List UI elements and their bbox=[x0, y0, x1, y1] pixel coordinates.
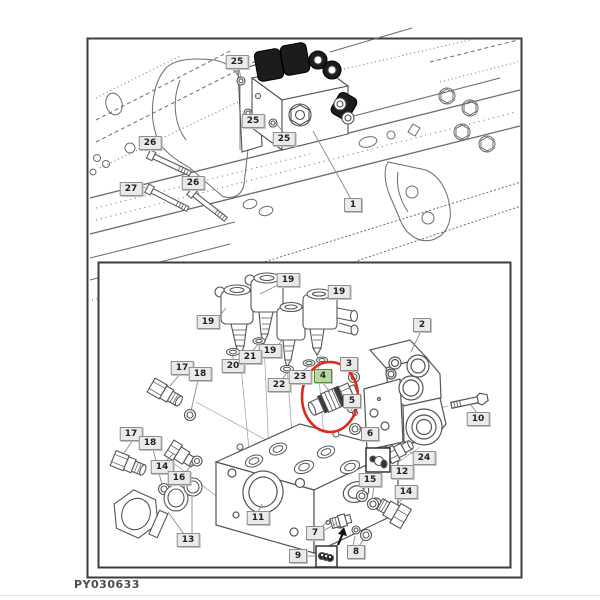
mounting-bolts-art bbox=[144, 149, 229, 223]
callout-16[interactable]: 16 bbox=[167, 471, 191, 485]
callout-24[interactable]: 24 bbox=[412, 451, 436, 465]
callout-25[interactable]: 25 bbox=[241, 114, 265, 128]
callout-26[interactable]: 26 bbox=[181, 176, 205, 190]
callout-5[interactable]: 5 bbox=[343, 394, 361, 408]
callout-27[interactable]: 27 bbox=[119, 182, 143, 196]
callout-15[interactable]: 15 bbox=[358, 473, 382, 487]
callout-21[interactable]: 21 bbox=[238, 350, 262, 364]
callout-6[interactable]: 6 bbox=[361, 427, 379, 441]
solenoid-valves-art bbox=[214, 272, 359, 369]
callout-25[interactable]: 25 bbox=[272, 132, 296, 146]
callout-19[interactable]: 19 bbox=[258, 344, 282, 358]
bolt-10-art bbox=[450, 392, 489, 409]
valve-body-art bbox=[363, 339, 489, 451]
callout-18[interactable]: 18 bbox=[138, 436, 162, 450]
callout-25[interactable]: 25 bbox=[225, 55, 249, 69]
frame-bracket-art bbox=[384, 161, 451, 242]
callout-14[interactable]: 14 bbox=[150, 460, 174, 474]
callout-9[interactable]: 9 bbox=[289, 549, 307, 563]
leader-lines bbox=[123, 67, 478, 557]
callout-19[interactable]: 19 bbox=[327, 285, 351, 299]
callout-26[interactable]: 26 bbox=[138, 136, 162, 150]
callout-12[interactable]: 12 bbox=[390, 465, 414, 479]
callout-3[interactable]: 3 bbox=[340, 357, 358, 371]
pointer-arrow-icon bbox=[336, 527, 347, 546]
bottom-fittings-art bbox=[315, 440, 414, 568]
callout-10[interactable]: 10 bbox=[466, 412, 490, 426]
callout-11[interactable]: 11 bbox=[246, 511, 270, 525]
callout-18[interactable]: 18 bbox=[188, 367, 212, 381]
callout-23[interactable]: 23 bbox=[288, 370, 312, 384]
callout-19[interactable]: 19 bbox=[196, 315, 220, 329]
callout-4-selected[interactable]: 4 bbox=[314, 369, 332, 383]
callout-1[interactable]: 1 bbox=[344, 198, 362, 212]
figure-code: PY030633 bbox=[74, 578, 140, 591]
callout-13[interactable]: 13 bbox=[176, 533, 200, 547]
callout-14[interactable]: 14 bbox=[394, 485, 418, 499]
callout-19[interactable]: 19 bbox=[276, 273, 300, 287]
callout-2[interactable]: 2 bbox=[413, 318, 431, 332]
callout-17[interactable]: 17 bbox=[119, 427, 143, 441]
page-bottom-line bbox=[0, 595, 600, 596]
left-fittings-art bbox=[109, 377, 203, 539]
orings-art bbox=[226, 337, 328, 373]
callout-20[interactable]: 20 bbox=[221, 359, 245, 373]
callout-8[interactable]: 8 bbox=[347, 545, 365, 559]
callout-7[interactable]: 7 bbox=[306, 526, 324, 540]
overview-border bbox=[86, 37, 523, 579]
valve-assembly-art bbox=[236, 42, 358, 153]
frame-bolt-heads bbox=[438, 87, 496, 153]
callout-22[interactable]: 22 bbox=[267, 378, 291, 392]
